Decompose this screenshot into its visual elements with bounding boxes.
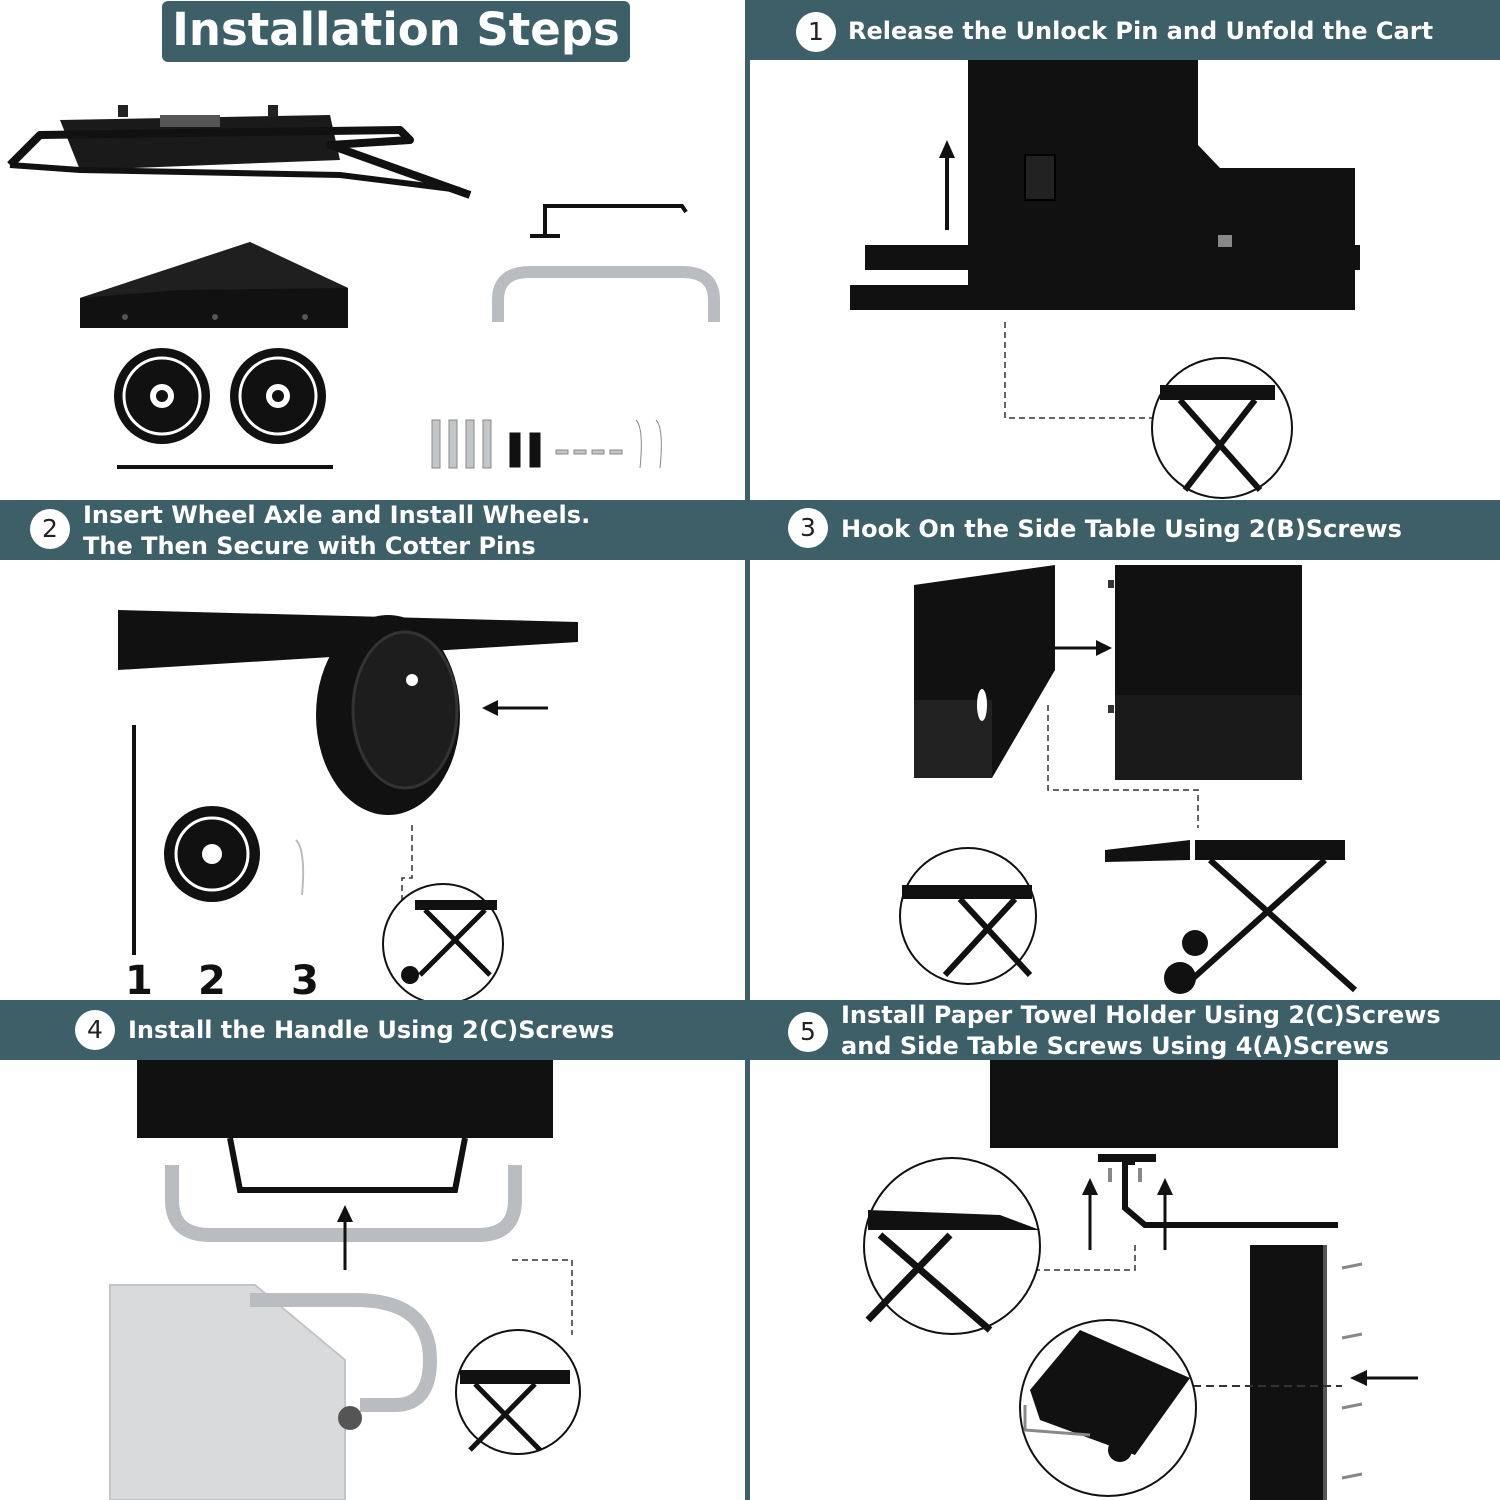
step-1-text: Release the Unlock Pin and Unfold the Ca… bbox=[848, 17, 1434, 45]
page-title: Installation Steps bbox=[162, 1, 630, 62]
parts-overview-illustration bbox=[7, 105, 720, 469]
part-label-3: 3 bbox=[291, 958, 319, 1004]
step-2-text-line2: The Then Secure with Cotter Pins bbox=[83, 532, 536, 560]
vertical-divider bbox=[745, 0, 750, 1500]
step-5-banner: 5 Install Paper Towel Holder Using 2(C)S… bbox=[750, 1000, 1500, 1060]
wheels-part bbox=[114, 348, 326, 444]
step-3-number: 3 bbox=[788, 508, 828, 548]
step-3-illustration bbox=[899, 565, 1358, 994]
step-2-number: 2 bbox=[30, 509, 70, 549]
step-2-illustration bbox=[118, 610, 578, 1005]
screws-part bbox=[431, 419, 662, 469]
side-table-part bbox=[80, 242, 348, 328]
step-5-number: 5 bbox=[788, 1012, 828, 1052]
step-5-text-line1: Install Paper Towel Holder Using 2(C)Scr… bbox=[841, 1001, 1441, 1029]
step-5-text-line2: and Side Table Screws Using 4(A)Screws bbox=[841, 1032, 1390, 1060]
step-3-text: Hook On the Side Table Using 2(B)Screws bbox=[841, 515, 1402, 543]
step-4-number: 4 bbox=[75, 1010, 115, 1050]
axle-part bbox=[117, 465, 333, 469]
step-1-banner: 1 Release the Unlock Pin and Unfold the … bbox=[750, 0, 1500, 60]
step-4-illustration bbox=[109, 1060, 581, 1500]
step-2-text-line1: Insert Wheel Axle and Install Wheels. bbox=[83, 501, 591, 529]
step-1-number: 1 bbox=[796, 12, 836, 52]
part-label-1: 1 bbox=[125, 958, 153, 1004]
part-label-2: 2 bbox=[198, 958, 226, 1004]
handle-part bbox=[492, 266, 720, 322]
folded-cart-frame bbox=[7, 105, 472, 199]
step-4-text: Install the Handle Using 2(C)Screws bbox=[128, 1016, 615, 1044]
step-5-illustration bbox=[863, 1060, 1418, 1500]
step-4-banner: 4 Install the Handle Using 2(C)Screws bbox=[0, 1000, 745, 1060]
step-3-banner: 3 Hook On the Side Table Using 2(B)Screw… bbox=[750, 500, 1500, 560]
towel-holder-part bbox=[532, 204, 688, 238]
step-1-illustration bbox=[850, 60, 1360, 499]
step-2-banner: 2 Insert Wheel Axle and Install Wheels. … bbox=[0, 500, 745, 560]
